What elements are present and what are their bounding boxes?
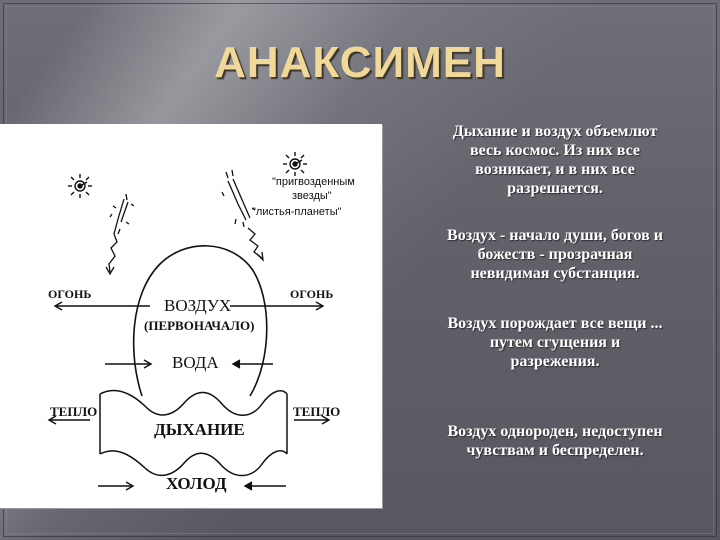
heat-left-label: ТЕПЛО: [50, 404, 98, 419]
cold-label: ХОЛОД: [166, 474, 227, 493]
fire-right-label: ОГОНЬ: [290, 287, 334, 301]
falling-leaf-planet-icon: [105, 193, 135, 276]
heat-right-label: ТЕПЛО: [293, 404, 341, 419]
breath-label: ДЫХАНИЕ: [154, 420, 245, 439]
stars-caption-line1: "пригвозденным: [272, 176, 355, 188]
planets-caption: "листья-планеты": [252, 206, 342, 218]
paragraph-air-origin-of-soul: Воздух - начало души, богов и божеств - …: [400, 226, 710, 283]
air-label: ВОЗДУХ: [164, 296, 232, 315]
paragraph-line: божеств - прозрачная: [477, 246, 633, 263]
paragraph-line: Воздух однороден, недоступен: [447, 423, 663, 440]
paragraph-line: возникает, и в них все: [475, 161, 635, 178]
paragraph-line: Воздух порождает все вещи ...: [447, 315, 663, 332]
paragraph-air-generates-things: Воздух порождает все вещи ... путем сгущ…: [400, 314, 710, 371]
fire-left-label: ОГОНЬ: [48, 287, 92, 301]
sun-star-icon: [283, 152, 307, 176]
anaximenes-cosmology-diagram: "пригвозденным звезды" "листья-планеты" …: [0, 124, 382, 508]
paragraph-line: чувствам и беспределен.: [466, 442, 644, 459]
paragraph-line: весь космос. Из них все: [470, 142, 640, 159]
stars-caption-line2: звезды": [292, 190, 332, 202]
falling-leaf-planet-icon: [221, 169, 264, 262]
paragraph-line: невидимая субстанция.: [470, 265, 640, 282]
breath-wavy-box: [99, 389, 288, 477]
air-sphere-outline: [132, 245, 268, 397]
paragraph-line: разрешается.: [507, 180, 603, 197]
water-label: ВОДА: [172, 353, 219, 372]
slide-title: АНАКСИМЕН: [214, 38, 506, 87]
paragraph-line: Дыхание и воздух объемлют: [452, 123, 658, 140]
paragraph-line: разрежения.: [510, 353, 600, 370]
paragraph-air-homogeneous: Воздух однороден, недоступен чувствам и …: [400, 422, 710, 460]
paragraph-breath-and-air: Дыхание и воздух объемлют весь космос. И…: [400, 122, 710, 198]
paragraph-line: путем сгущения и: [489, 334, 621, 351]
sun-star-icon: [68, 174, 92, 198]
paragraph-line: Воздух - начало души, богов и: [447, 227, 663, 244]
first-principle-label: (ПЕРВОНАЧАЛО): [144, 318, 255, 333]
